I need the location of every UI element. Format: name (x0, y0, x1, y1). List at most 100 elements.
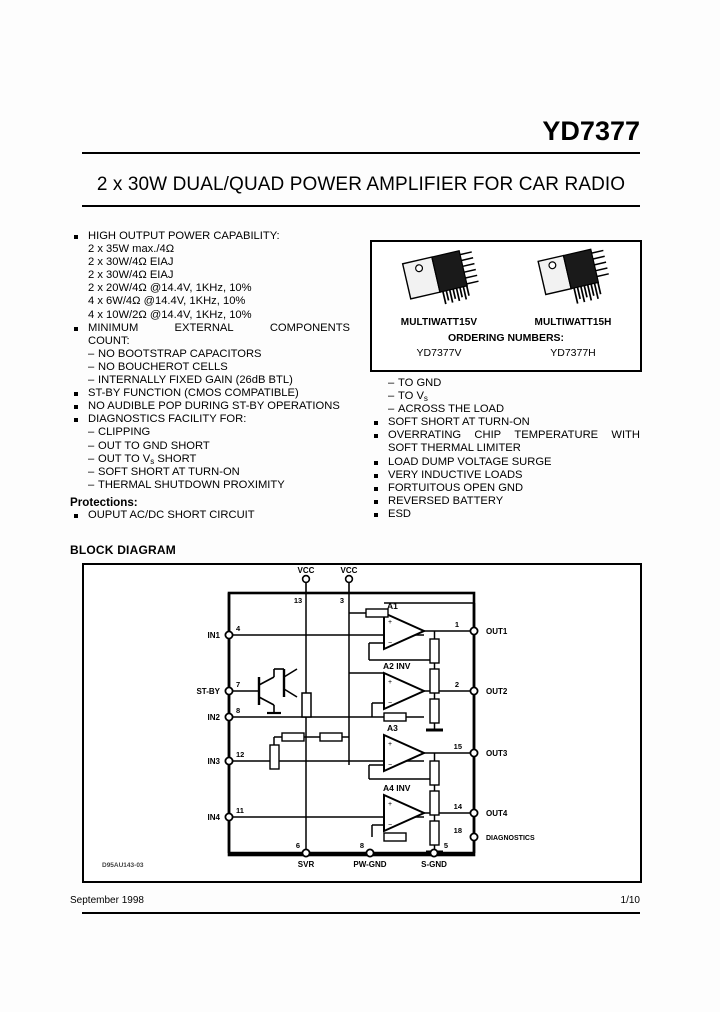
pin-label-out2: OUT2 (486, 687, 508, 696)
sub-feature-label: TO Vs (398, 390, 428, 404)
sub-feature-label: TO GND (398, 377, 442, 389)
pin-label-in1: IN1 (208, 631, 221, 640)
pin-number-15: 15 (454, 742, 462, 751)
dash-marker: – (88, 360, 95, 373)
block-diagram-schematic: VCC VCC 13 3 IN1 (102, 566, 535, 869)
sub-feature: – CLIPPING (70, 426, 352, 439)
sub-feature-label: NO BOOTSTRAP CAPACITORS (98, 347, 262, 360)
bullet-square-icon (374, 486, 378, 491)
svg-text:−: − (388, 762, 392, 769)
svg-text:−: − (388, 700, 392, 707)
multiwatt15h-package-icon (537, 248, 609, 304)
sub-feature: – SOFT SHORT AT TURN-ON (70, 466, 352, 479)
dash-marker: – (388, 390, 395, 403)
pin-number-12: 12 (236, 750, 244, 759)
dash-marker: – (88, 374, 95, 387)
pin-label-out4: OUT4 (486, 809, 508, 818)
sub-feature: – INTERNALLY FIXED GAIN (26dB BTL) (70, 374, 352, 387)
feature-load-dump-voltage-surge: LOAD DUMP VOLTAGE SURGE (370, 456, 642, 469)
pin-label-diagnostics: DIAGNOSTICS (486, 835, 535, 842)
sub-feature: – OUT TO GND SHORT (70, 440, 352, 453)
svg-text:−: − (388, 640, 392, 647)
pin-number-11: 11 (236, 806, 244, 815)
multiwatt15v-package-icon (401, 250, 479, 305)
sub-feature: – OUT TO Vs SHORT (70, 453, 352, 466)
pin-label-in2: IN2 (208, 713, 221, 722)
power-line: 2 x 20W/4Ω @14.4V, 1KHz, 10% (88, 282, 252, 295)
resistor (383, 712, 407, 722)
amplifier-a3: A3 + − (383, 723, 427, 773)
pin-number-1: 1 (455, 620, 459, 629)
output-resistor-ladder (426, 631, 443, 854)
footer-page-number: 1/10 (620, 895, 640, 906)
pin-number-s-gnd: 5 (444, 841, 448, 850)
feature-label: LOAD DUMP VOLTAGE SURGE (388, 455, 552, 468)
amplifier-a2: A2 INV + − (383, 661, 427, 711)
amplifier-a4: A4 INV + − (383, 783, 427, 833)
feature-overrating-chip-temperature: OVERRATING CHIP TEMPERATURE WITH (370, 429, 642, 442)
power-line: 2 x 30W/4Ω EIAJ (88, 256, 174, 269)
ordering-numbers-row: YD7377V YD7377H (372, 347, 640, 359)
pin-label-pw-gnd: PW-GND (353, 860, 386, 869)
feature-output-short-circuit: OUPUT AC/DC SHORT CIRCUIT (70, 509, 352, 522)
sub-feature: – TO Vs (370, 390, 642, 403)
sub-feature-label: ACROSS THE LOAD (398, 403, 505, 416)
power-line: 2 x 30W/4Ω EIAJ (88, 269, 174, 282)
feature-label: FORTUITOUS OPEN GND (388, 481, 524, 494)
svg-text:−: − (388, 822, 392, 829)
pin-label-out3: OUT3 (486, 749, 508, 758)
bullet-square-icon (74, 326, 78, 331)
feature-word: OVERRATING (388, 429, 462, 442)
stby-transistor (257, 668, 298, 715)
pin-number-svr: 6 (296, 841, 300, 850)
sub-feature-label: NO BOUCHEROT CELLS (98, 360, 228, 373)
bullet-square-icon (374, 499, 378, 504)
sub-feature: – NO BOOTSTRAP CAPACITORS (70, 348, 352, 361)
pin-number-4: 4 (236, 624, 241, 633)
ordering-numbers-heading: ORDERING NUMBERS: (447, 332, 565, 344)
resistor (383, 832, 407, 842)
amp-label-a3: A3 (387, 723, 398, 733)
feature-word: MINIMUM (88, 321, 139, 334)
amp-label-a1: A1 (387, 601, 398, 611)
svg-text:+: + (388, 619, 392, 626)
svg-text:+: + (388, 679, 392, 686)
package-name: MULTIWATT15H (534, 317, 612, 328)
pin-number-pw-gnd: 8 (360, 841, 364, 850)
bullet-square-icon (74, 392, 78, 397)
pin-number-14: 14 (454, 802, 463, 811)
bullet-square-icon (74, 418, 78, 423)
block-diagram-frame: VCC VCC 13 3 IN1 (82, 563, 642, 883)
sub-feature-label: SOFT SHORT AT TURN-ON (98, 465, 240, 478)
feature-label: HIGH OUTPUT POWER CAPABILITY: (88, 230, 280, 242)
bullet-square-icon (374, 460, 378, 465)
subtitle-divider (82, 205, 640, 207)
feature-soft-short-turn-on: SOFT SHORT AT TURN-ON (370, 416, 642, 429)
power-line: 2 x 35W max./4Ω (88, 243, 175, 256)
ordering-number: YD7377H (550, 347, 596, 359)
sub-feature: – NO BOUCHEROT CELLS (70, 361, 352, 374)
feature-label: ST-BY FUNCTION (CMOS COMPATIBLE) (88, 387, 299, 400)
feature-label: ESD (388, 507, 412, 520)
sub-feature-label: OUT TO Vs SHORT (98, 452, 197, 466)
footer-divider (82, 912, 640, 914)
feature-word: EXTERNAL (174, 321, 234, 334)
dash-marker: – (88, 347, 95, 360)
pin-number-2: 2 (455, 680, 459, 689)
feature-very-inductive-loads: VERY INDUCTIVE LOADS (370, 469, 642, 482)
header-divider (82, 152, 640, 154)
bullet-square-icon (374, 421, 378, 426)
feature-label: DIAGNOSTICS FACILITY FOR: (88, 413, 247, 426)
bullet-square-icon (74, 405, 78, 410)
bullet-square-icon (374, 473, 378, 478)
pin-label-svr: SVR (298, 860, 315, 869)
resistor (365, 608, 389, 618)
pin-label-out1: OUT1 (486, 627, 508, 636)
pin-number-3: 3 (340, 596, 344, 605)
feature-no-audible-pop: NO AUDIBLE POP DURING ST-BY OPERATIONS (70, 400, 352, 413)
feature-continuation: COUNT: (88, 334, 130, 347)
ordering-number: YD7377V (416, 347, 462, 359)
package-cell: MULTIWATT15V (379, 248, 499, 328)
block-diagram-heading: BLOCK DIAGRAM (70, 543, 176, 557)
